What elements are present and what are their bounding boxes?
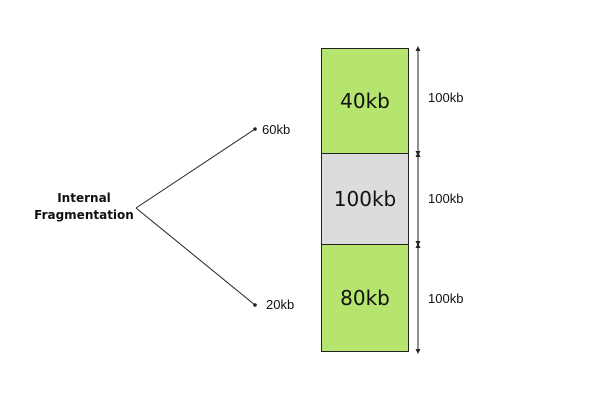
branch-line-bottom — [135, 207, 256, 306]
fragment-label-top: 60kb — [262, 122, 291, 137]
dimension-arrow-1 — [415, 46, 421, 156]
memory-block-2-label: 100kb — [333, 187, 397, 211]
partition-size-3: 100kb — [428, 291, 464, 306]
branch-dot-top — [253, 127, 257, 131]
branch-line-top — [135, 128, 256, 209]
memory-block-3: 80kb — [321, 244, 409, 352]
partition-size-2: 100kb — [428, 191, 464, 206]
memory-block-3-label: 80kb — [340, 286, 390, 310]
dimension-arrow-2 — [415, 152, 421, 246]
partition-size-1: 100kb — [428, 90, 464, 105]
internal-fragmentation-title: Internal Fragmentation — [34, 191, 134, 222]
fragment-label-bottom: 20kb — [266, 297, 295, 312]
memory-block-1-label: 40kb — [340, 89, 390, 113]
dimension-arrow-3 — [415, 243, 421, 354]
branch-dot-bottom — [253, 303, 257, 307]
memory-block-2: 100kb — [321, 153, 409, 245]
memory-block-1: 40kb — [321, 48, 409, 154]
